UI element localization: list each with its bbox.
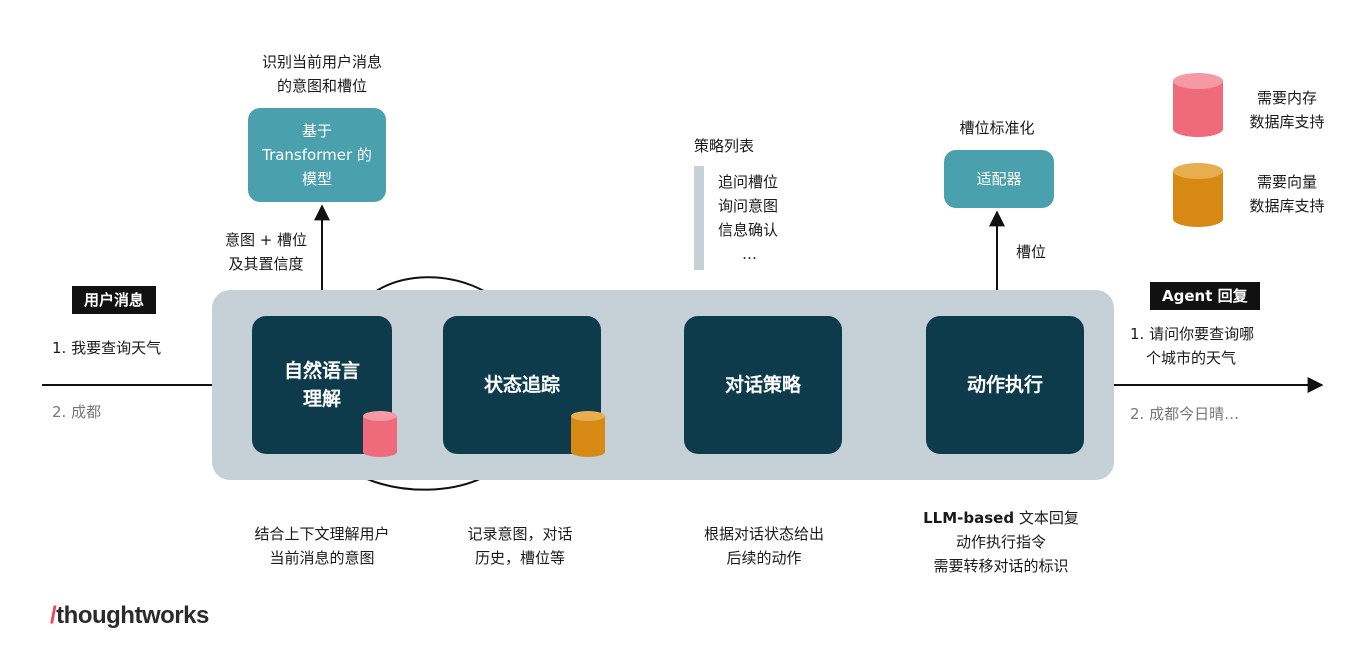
strategy-item: 询问意图 xyxy=(718,197,779,215)
user-message-2: 2. 成都 xyxy=(52,403,102,421)
memory-db-legend-icon xyxy=(1173,73,1223,137)
llm-based-label: LLM-based xyxy=(923,509,1015,527)
vector-db-legend-icon xyxy=(1173,163,1223,227)
legend-label-memory: 需要内存 数据库支持 xyxy=(1232,86,1342,134)
user-message-tag: 用户消息 xyxy=(72,286,157,314)
model-caption: 识别当前用户消息 的意图和槽位 xyxy=(222,50,422,98)
stage-desc-line: 需要转移对话的标识 xyxy=(933,557,1069,575)
strategy-list-bar xyxy=(694,166,704,270)
nlu-memory-db-icon xyxy=(363,411,397,457)
stage-dialogue-policy: 对话策略 xyxy=(684,316,842,454)
agent-reply-1: 1. 请问你要查询哪 个城市的天气 xyxy=(1130,322,1254,370)
agent-reply-2: 2. 成都今日晴… xyxy=(1130,405,1240,423)
model-caption-line: 识别当前用户消息 xyxy=(261,53,382,71)
adapter-arrow-label: 槽位 xyxy=(1016,243,1047,261)
model-arrow-label-line: 意图 + 槽位 xyxy=(224,231,308,249)
stage-state-tracking-desc: 记录意图，对话 历史，槽位等 xyxy=(430,522,610,570)
legend-label-line: 数据库支持 xyxy=(1249,197,1325,215)
stage-desc-line: 根据对话状态给出 xyxy=(703,525,824,543)
user-message-1: 1. 我要查询天气 xyxy=(52,339,162,357)
legend-label-line: 数据库支持 xyxy=(1249,113,1325,131)
stage-desc-line: 后续的动作 xyxy=(726,549,802,567)
stage-desc-line: 历史，槽位等 xyxy=(474,549,565,567)
legend: 需要内存 数据库支持 需要向量 数据库支持 xyxy=(1170,72,1360,232)
model-box-line: 基于 xyxy=(301,122,332,140)
logo-text: thoughtworks xyxy=(56,602,209,629)
agent-reply-tag: Agent 回复 xyxy=(1150,282,1260,310)
model-caption-line: 的意图和槽位 xyxy=(276,77,367,95)
legend-label-line: 需要内存 xyxy=(1256,89,1317,107)
agent-reply-line: 个城市的天气 xyxy=(1146,349,1237,367)
strategy-list-title: 策略列表 xyxy=(694,137,755,155)
stage-desc-line: 记录意图，对话 xyxy=(467,525,573,543)
tracker-vector-db-icon xyxy=(571,411,605,457)
stage-dialogue-policy-desc: 根据对话状态给出 后续的动作 xyxy=(664,522,864,570)
stage-nlu-label: 理解 xyxy=(302,388,341,410)
transformer-model-box: 基于 Transformer 的 模型 xyxy=(248,108,386,202)
model-box-line: 模型 xyxy=(301,170,332,188)
stage-desc-rest: 文本回复 xyxy=(1014,509,1079,527)
stage-action-execution: 动作执行 xyxy=(926,316,1084,454)
agent-reply-line: 1. 请问你要查询哪 xyxy=(1130,325,1255,343)
model-arrow-label-line: 及其置信度 xyxy=(228,255,304,273)
stage-action-execution-desc: LLM-based 文本回复 动作执行指令 需要转移对话的标识 xyxy=(896,506,1106,578)
legend-label-line: 需要向量 xyxy=(1256,173,1317,191)
strategy-item: 追问槽位 xyxy=(718,173,779,191)
stage-action-execution-label: 动作执行 xyxy=(966,374,1043,396)
model-arrow-label: 意图 + 槽位 及其置信度 xyxy=(212,228,320,276)
adapter-caption: 槽位标准化 xyxy=(959,119,1035,137)
strategy-list-items: 追问槽位 询问意图 信息确认 … xyxy=(718,170,778,266)
model-box-line: Transformer 的 xyxy=(262,146,372,164)
stage-desc-line: 动作执行指令 xyxy=(955,533,1046,551)
thoughtworks-logo: /thoughtworks xyxy=(50,602,209,630)
stage-desc-line: 当前消息的意图 xyxy=(269,549,375,567)
stage-action-desc-first-line: LLM-based 文本回复 xyxy=(896,506,1106,530)
stage-dialogue-policy-label: 对话策略 xyxy=(724,374,801,396)
legend-label-vector: 需要向量 数据库支持 xyxy=(1232,170,1342,218)
stage-state-tracking-label: 状态追踪 xyxy=(483,374,560,396)
strategy-item: … xyxy=(742,245,757,263)
adapter-box-label: 适配器 xyxy=(976,170,1022,188)
adapter-box: 适配器 xyxy=(944,150,1054,208)
strategy-item: 信息确认 xyxy=(718,221,779,239)
logo-slash: / xyxy=(50,602,57,629)
stage-nlu-desc: 结合上下文理解用户 当前消息的意图 xyxy=(222,522,422,570)
stage-desc-line: 结合上下文理解用户 xyxy=(254,525,390,543)
stage-nlu-label: 自然语言 xyxy=(283,360,360,382)
